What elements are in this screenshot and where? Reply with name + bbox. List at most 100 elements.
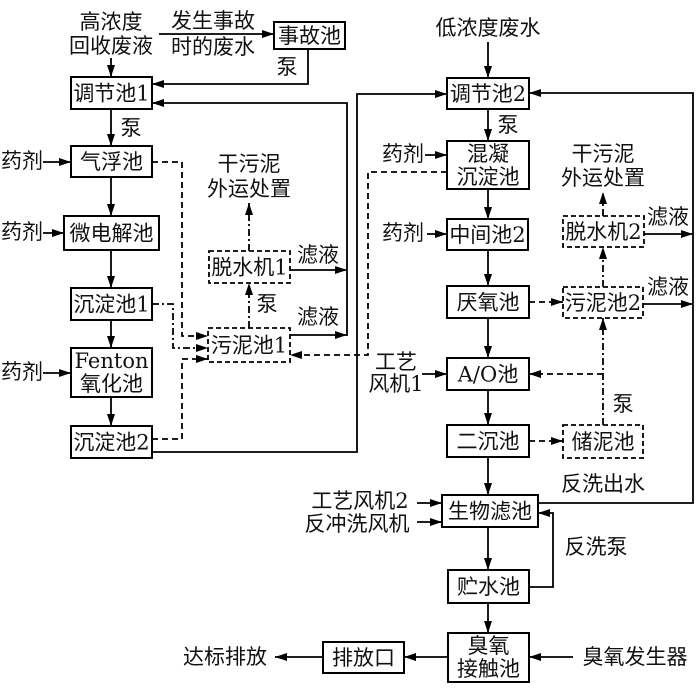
unit-label: A/O池: [457, 363, 518, 387]
sludge-coagulation-to-sludge-pool-1: [290, 171, 447, 359]
unit-label: 贮水池: [457, 575, 520, 599]
unit-intermediate-2: 中间池2: [446, 218, 529, 251]
unit-label: 脱水机2: [565, 220, 641, 244]
unit-box: [441, 494, 539, 528]
unit-ao: A/O池: [446, 357, 530, 391]
source-high-concentration-line-2: 回收废液: [69, 34, 153, 58]
unit-sedimentation-1: 沉淀池1: [70, 287, 153, 321]
unit-label: 微电解池: [70, 222, 154, 246]
unit-equalization-1: 调节池1: [70, 76, 153, 110]
label-pump: 泵: [498, 113, 519, 137]
label-chemical: 药剂: [1, 149, 43, 173]
label-filtrate: 滤液: [297, 243, 339, 267]
arrow-accident-pool-to-equalization-1: [152, 49, 309, 88]
units: 事故池 调节池1 气浮池 微电解池 沉淀池1 Fenton 氧化池 沉淀池2: [63, 21, 645, 683]
unit-accident-pool: 事故池: [273, 21, 346, 50]
source-ozone-generator: 臭氧发生器: [583, 645, 688, 669]
arrow-backwash-pump-loop: [529, 509, 554, 588]
unit-label-line-2: 接触池: [457, 657, 520, 681]
unit-box: [207, 327, 291, 363]
unit-sedimentation-2: 沉淀池2: [70, 425, 153, 459]
label-filtrate: 滤液: [647, 275, 689, 299]
unit-box: [70, 76, 153, 110]
source-accident-line-2: 时的废水: [171, 35, 255, 59]
unit-label: 二沉池: [457, 430, 520, 454]
label-backwash-pump: 反洗泵: [565, 535, 628, 559]
source-backwash-blower: 反冲洗风机: [305, 512, 410, 536]
unit-box: [273, 21, 346, 50]
arrow-filtrate-return-to-equalization-1: [152, 99, 348, 336]
unit-label: 调节池2: [450, 82, 526, 106]
unit-sludge-storage: 储泥池: [562, 424, 644, 459]
unit-box: [447, 632, 530, 683]
label-filtrate: 滤液: [297, 305, 339, 329]
unit-label: 沉淀池2: [73, 431, 149, 455]
sludge-sedimentation-2-to-sludge-pool-1: [152, 355, 208, 440]
unit-label: 调节池1: [73, 82, 149, 106]
unit-box: [562, 215, 645, 248]
label-chemical: 药剂: [1, 360, 43, 384]
unit-box: [70, 347, 153, 398]
source-blower-1-line-1: 工艺: [375, 350, 417, 374]
unit-air-flotation: 气浮池: [70, 145, 153, 178]
label-dry-sludge-line-2: 外运处置: [561, 166, 645, 190]
label-discharge: 达标排放: [183, 645, 267, 669]
unit-label: 事故池: [278, 24, 341, 48]
unit-box: [446, 140, 530, 190]
label-dry-sludge-line-2: 外运处置: [207, 177, 291, 201]
source-blower-2: 工艺风机2: [311, 489, 408, 513]
unit-box: [446, 77, 530, 110]
source-blower-1-line-2: 风机1: [368, 372, 423, 396]
annotations: 高浓度 回收废液 发生事故 时的废水 低浓度废水 臭氧发生器 工艺 风机1 工艺…: [1, 9, 689, 669]
label-pump: 泵: [613, 392, 634, 416]
unit-label: 气浮池: [80, 150, 143, 174]
unit-label: 生物滤池: [448, 500, 532, 524]
unit-box: [63, 215, 160, 251]
source-low-concentration: 低浓度废水: [436, 16, 541, 40]
unit-label: 中间池2: [449, 223, 525, 247]
unit-box: [322, 641, 405, 674]
unit-box: [446, 218, 529, 251]
unit-label: 储泥池: [572, 430, 635, 454]
unit-label: 沉淀池1: [73, 293, 149, 317]
unit-box: [208, 250, 291, 284]
unit-box: [446, 285, 530, 319]
unit-storage-tank: 贮水池: [447, 569, 530, 604]
label-chemical: 药剂: [382, 221, 424, 245]
unit-dewaterer-1: 脱水机1: [208, 250, 291, 284]
unit-ozone-contact: 臭氧 接触池: [447, 632, 530, 683]
unit-label: 排放口: [332, 646, 395, 670]
label-pump: 泵: [257, 292, 278, 316]
unit-biofilter: 生物滤池: [441, 494, 539, 528]
unit-box: [70, 145, 153, 178]
source-accident-line-1: 发生事故: [171, 9, 255, 33]
source-high-concentration-line-1: 高浓度: [80, 10, 143, 34]
label-pump: 泵: [277, 55, 298, 79]
unit-coagulation-sedimentation: 混凝 沉淀池: [446, 140, 530, 190]
unit-box: [446, 357, 530, 391]
label-chemical: 药剂: [1, 220, 43, 244]
unit-box: [562, 424, 644, 459]
unit-label-line-2: 沉淀池: [457, 165, 520, 189]
arrow-backwash-effluent-to-equalization-2: [529, 89, 694, 504]
unit-anaerobic: 厌氧池: [446, 285, 530, 319]
arrow-sedimentation-2-to-equalization-2: [152, 90, 447, 453]
unit-fenton-oxidation: Fenton 氧化池: [70, 347, 153, 398]
sludge-air-flotation-to-sludge-pool-1: [152, 161, 208, 340]
unit-box: [446, 424, 530, 458]
label-pump: 泵: [121, 116, 142, 140]
unit-label-line-2: 氧化池: [80, 372, 143, 396]
label-filtrate: 滤液: [647, 205, 689, 229]
unit-label-line-1: Fenton: [75, 349, 149, 373]
unit-box: [447, 569, 530, 604]
unit-label: 脱水机1: [211, 256, 287, 280]
label-backwash-effluent: 反洗出水: [561, 472, 645, 496]
sludge-sedimentation-1-to-sludge-pool-1: [152, 303, 208, 352]
label-chemical: 药剂: [382, 142, 424, 166]
unit-secondary-sedimentation: 二沉池: [446, 424, 530, 458]
unit-outlet: 排放口: [322, 641, 405, 674]
unit-sludge-pool-1: 污泥池1: [207, 327, 291, 363]
unit-box: [70, 287, 153, 321]
unit-label: 污泥池1: [211, 334, 287, 358]
